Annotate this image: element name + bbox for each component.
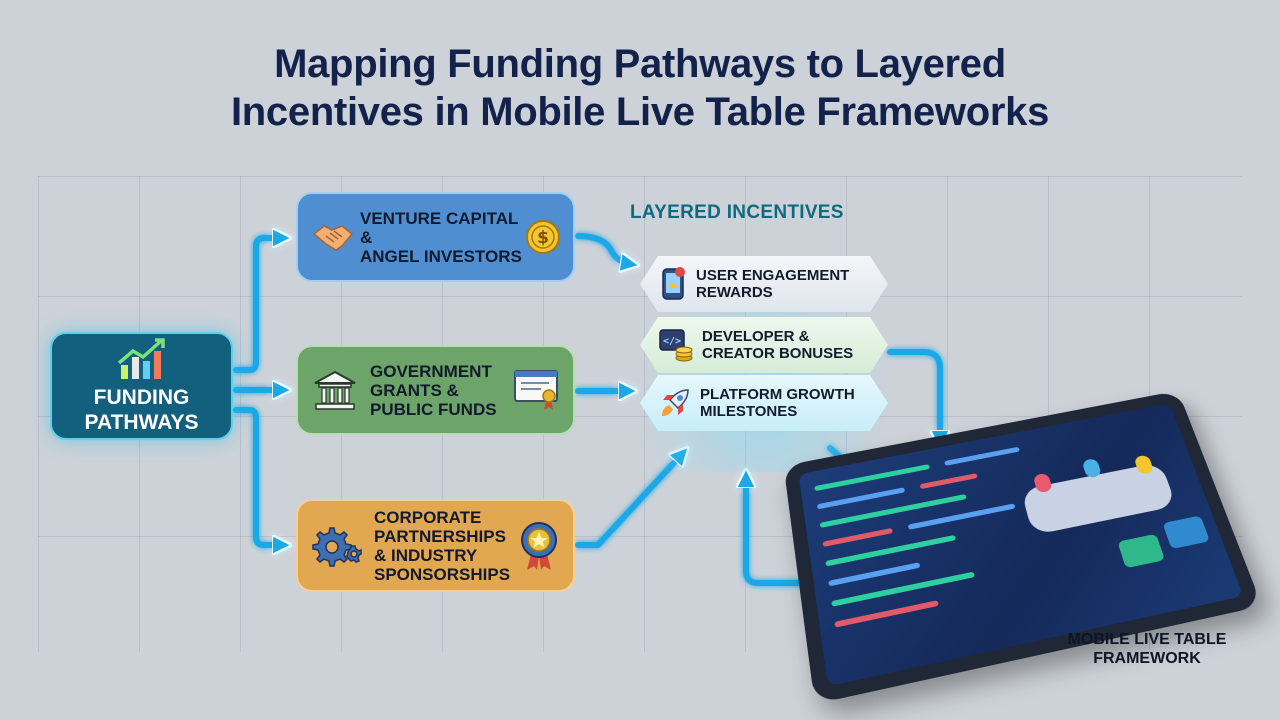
gears-icon xyxy=(312,524,362,568)
vc-label-line-1: VENTURE CAPITAL & xyxy=(360,209,525,247)
svg-text:</>: </> xyxy=(663,336,681,347)
corp-label-line-1: CORPORATE xyxy=(374,508,510,527)
arrow-vc-to-engagement xyxy=(578,236,630,264)
dollar-coin-icon: $ xyxy=(525,219,561,255)
engagement-label-line-1: USER ENGAGEMENT xyxy=(696,267,849,284)
rocket-icon xyxy=(658,386,692,420)
incentive-platform-growth: PLATFORM GROWTH MILESTONES xyxy=(640,375,888,431)
corp-label-line-4: SPONSORSHIPS xyxy=(374,565,510,584)
dollar-card xyxy=(1117,534,1165,568)
developer-label-line-2: CREATOR BONUSES xyxy=(702,345,853,362)
engagement-label-line-2: REWARDS xyxy=(696,284,849,301)
incentive-user-engagement: USER ENGAGEMENT REWARDS xyxy=(640,256,888,312)
venture-capital-box: VENTURE CAPITAL & ANGEL INVESTORS $ xyxy=(296,192,575,282)
framework-label-line-2: FRAMEWORK xyxy=(1052,649,1242,668)
funding-pathways-box: FUNDING PATHWAYS xyxy=(50,332,233,440)
framework-caption: MOBILE LIVE TABLE FRAMEWORK xyxy=(1052,630,1242,668)
government-grants-box: GOVERNMENT GRANTS & PUBLIC FUNDS xyxy=(296,345,575,435)
funding-label-line-2: PATHWAYS xyxy=(85,410,199,435)
corp-label-line-2: PARTNERSHIPS xyxy=(374,527,510,546)
arrow-funding-to-corp xyxy=(236,410,282,545)
funding-label-line-1: FUNDING xyxy=(94,385,190,410)
growth-label-line-2: MILESTONES xyxy=(700,403,855,420)
code-coins-icon: </> xyxy=(658,327,694,363)
government-building-icon xyxy=(312,369,358,411)
arrow-developer-to-tablet xyxy=(890,352,940,440)
certificate-icon xyxy=(513,368,561,412)
phone-notification-icon xyxy=(658,267,688,301)
developer-label-line-1: DEVELOPER & xyxy=(702,328,853,345)
framework-label-line-1: MOBILE LIVE TABLE xyxy=(1052,630,1242,649)
incentive-developer-bonuses: </> DEVELOPER & CREATOR BONUSES xyxy=(640,317,888,373)
gov-label-line-3: PUBLIC FUNDS xyxy=(370,400,497,419)
layered-incentives-heading: LAYERED INCENTIVES xyxy=(630,202,910,224)
growth-label-line-1: PLATFORM GROWTH xyxy=(700,386,855,403)
vc-label-line-2: ANGEL INVESTORS xyxy=(360,247,525,266)
svg-text:$: $ xyxy=(537,228,549,248)
handshake-icon xyxy=(312,220,354,254)
award-badge-icon xyxy=(517,520,561,572)
corporate-partnerships-box: CORPORATE PARTNERSHIPS & INDUSTRY SPONSO… xyxy=(296,499,575,592)
gov-label-line-2: GRANTS & xyxy=(370,381,497,400)
growth-chart-icon xyxy=(115,337,169,381)
chart-card xyxy=(1162,515,1210,549)
gov-label-line-1: GOVERNMENT xyxy=(370,362,497,381)
arrow-funding-to-vc xyxy=(236,238,282,370)
corp-label-line-3: & INDUSTRY xyxy=(374,546,510,565)
